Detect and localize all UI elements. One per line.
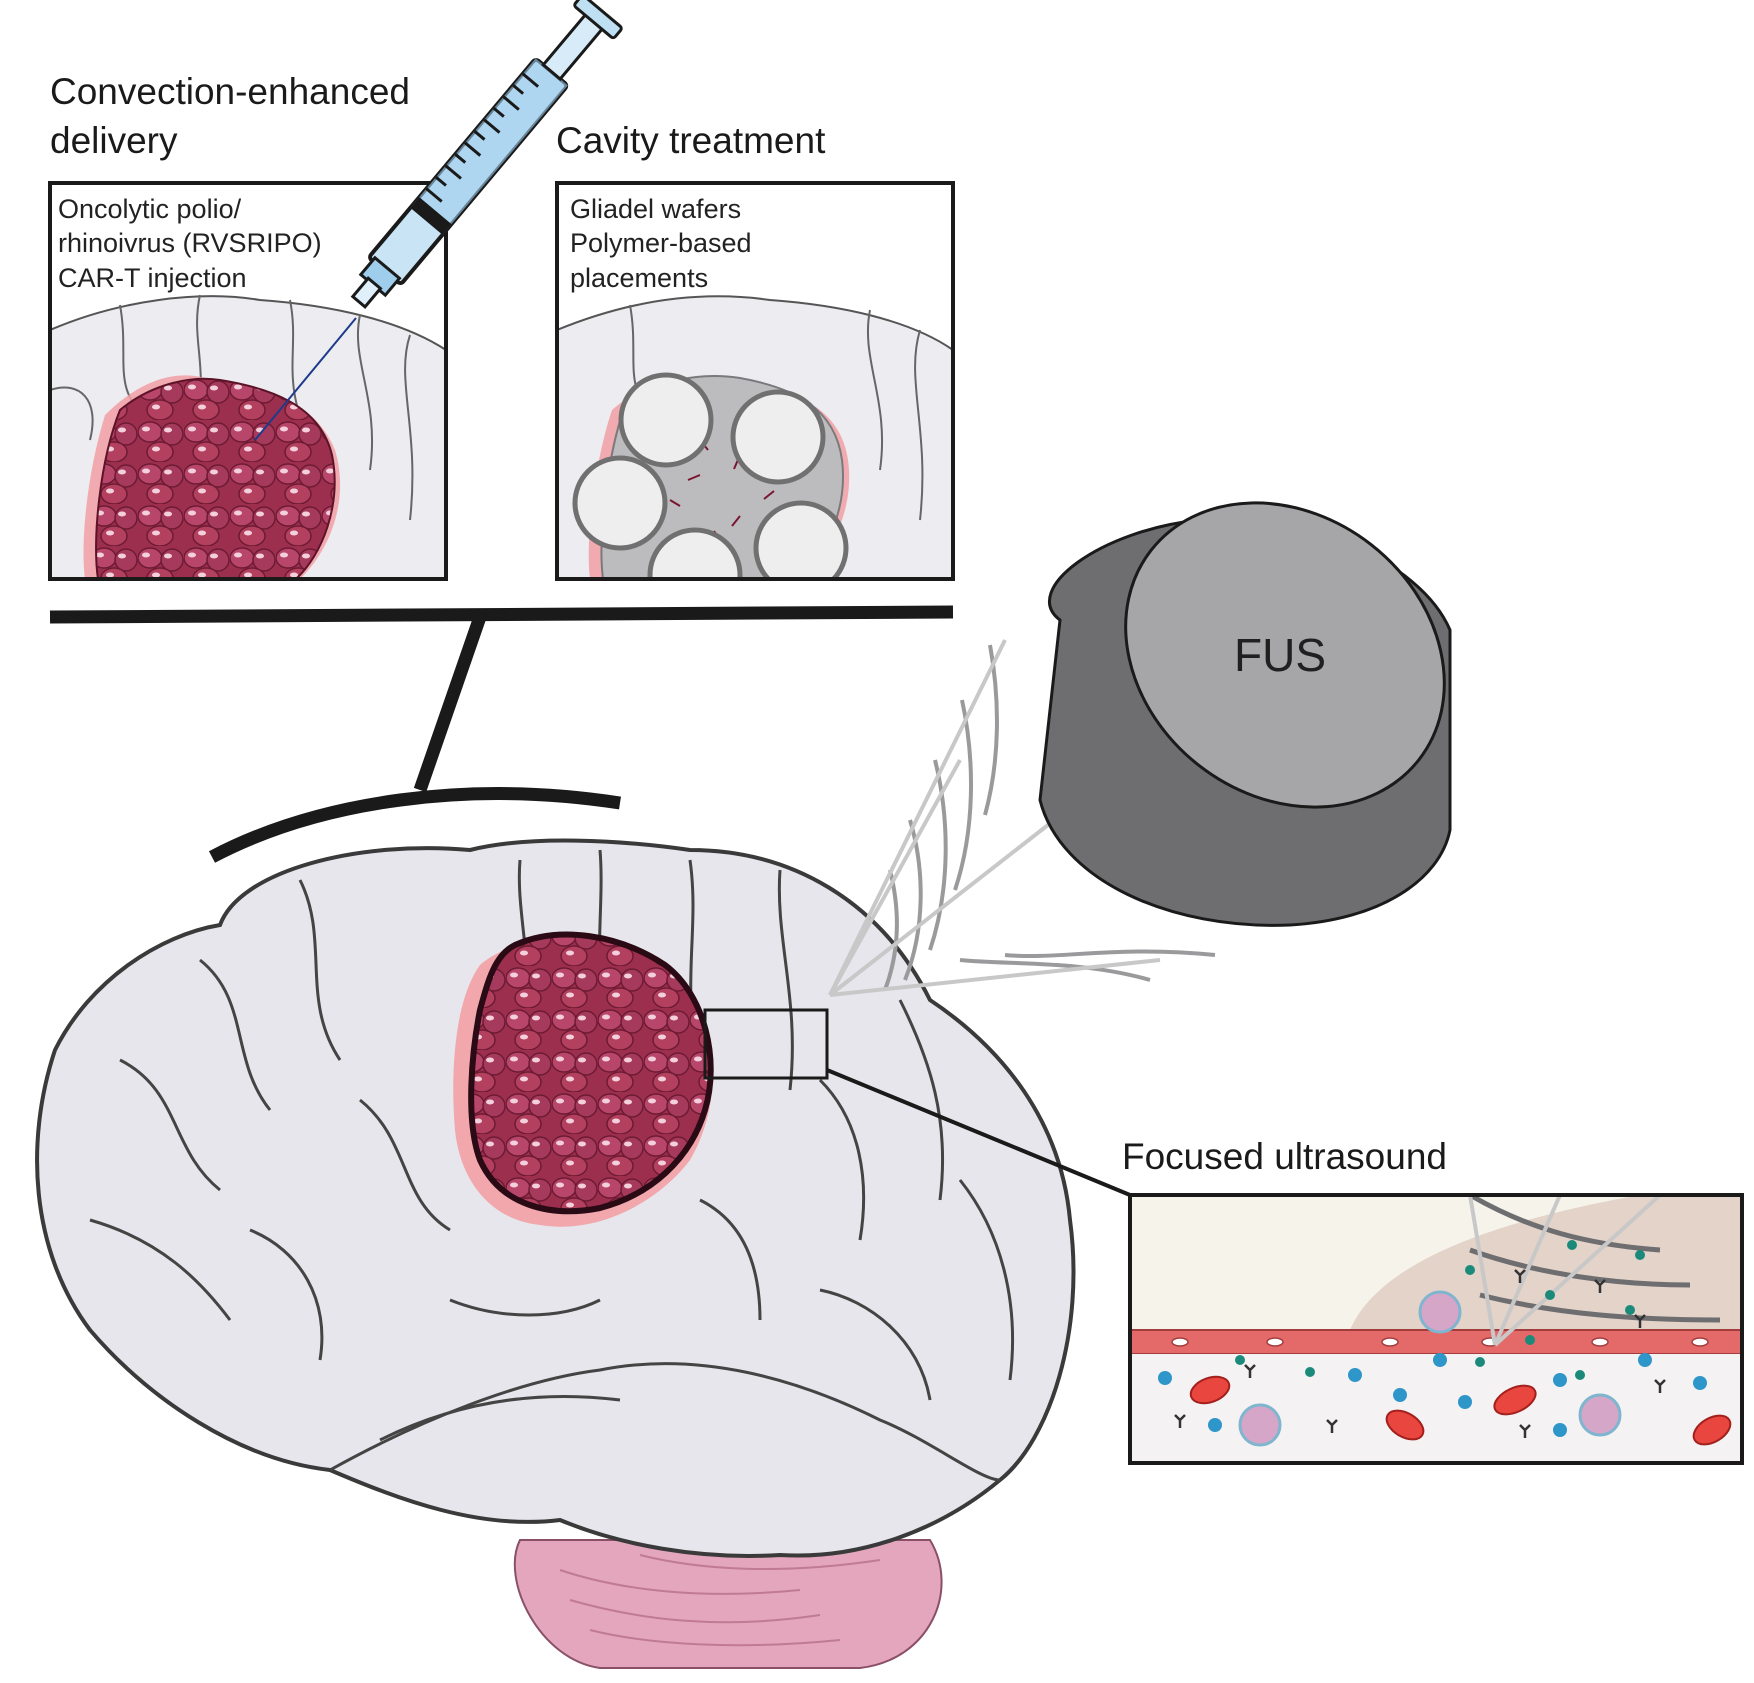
zoom-region-box bbox=[703, 1008, 829, 1080]
ultrasound-waves bbox=[883, 644, 1216, 991]
wafer-icon bbox=[618, 372, 714, 468]
wafer-icon bbox=[572, 455, 668, 551]
red-blood-cell-icon bbox=[1189, 1375, 1732, 1446]
cavity-heading: Cavity treatment bbox=[556, 120, 826, 161]
brain-illustration bbox=[35, 838, 1131, 1669]
cerebellum bbox=[513, 1539, 943, 1669]
ced-box-line2: rhinoivrus (RVSRIPO) bbox=[58, 228, 322, 258]
wafer-icon bbox=[730, 389, 826, 485]
ced-box-line1: Oncolytic polio/ bbox=[58, 194, 242, 224]
wafer-icon bbox=[753, 500, 849, 579]
fus-section-heading: Focused ultrasound bbox=[1122, 1136, 1447, 1177]
wafer-icon bbox=[647, 527, 743, 579]
cavity-box-line2: Polymer-based bbox=[570, 228, 752, 258]
ced-heading-line1: Convection-enhanced bbox=[50, 71, 410, 112]
fus-inset-panel bbox=[1128, 1193, 1744, 1465]
cavity-box-line1: Gliadel wafers bbox=[570, 194, 742, 224]
syringe-icon bbox=[254, 0, 623, 441]
bracket-connector bbox=[49, 605, 954, 863]
fus-transducer-label: FUS bbox=[1234, 629, 1326, 681]
transducer-icon bbox=[828, 501, 1452, 997]
ced-box-line3: CAR-T injection bbox=[58, 263, 247, 293]
cavity-panel bbox=[555, 181, 955, 581]
antibody-icon bbox=[1174, 1269, 1666, 1438]
zoom-connector-line bbox=[826, 1068, 1131, 1197]
cavity-box-line3: placements bbox=[570, 263, 709, 293]
tumor-illustration bbox=[468, 931, 714, 1215]
ced-heading-line2: delivery bbox=[50, 120, 178, 161]
